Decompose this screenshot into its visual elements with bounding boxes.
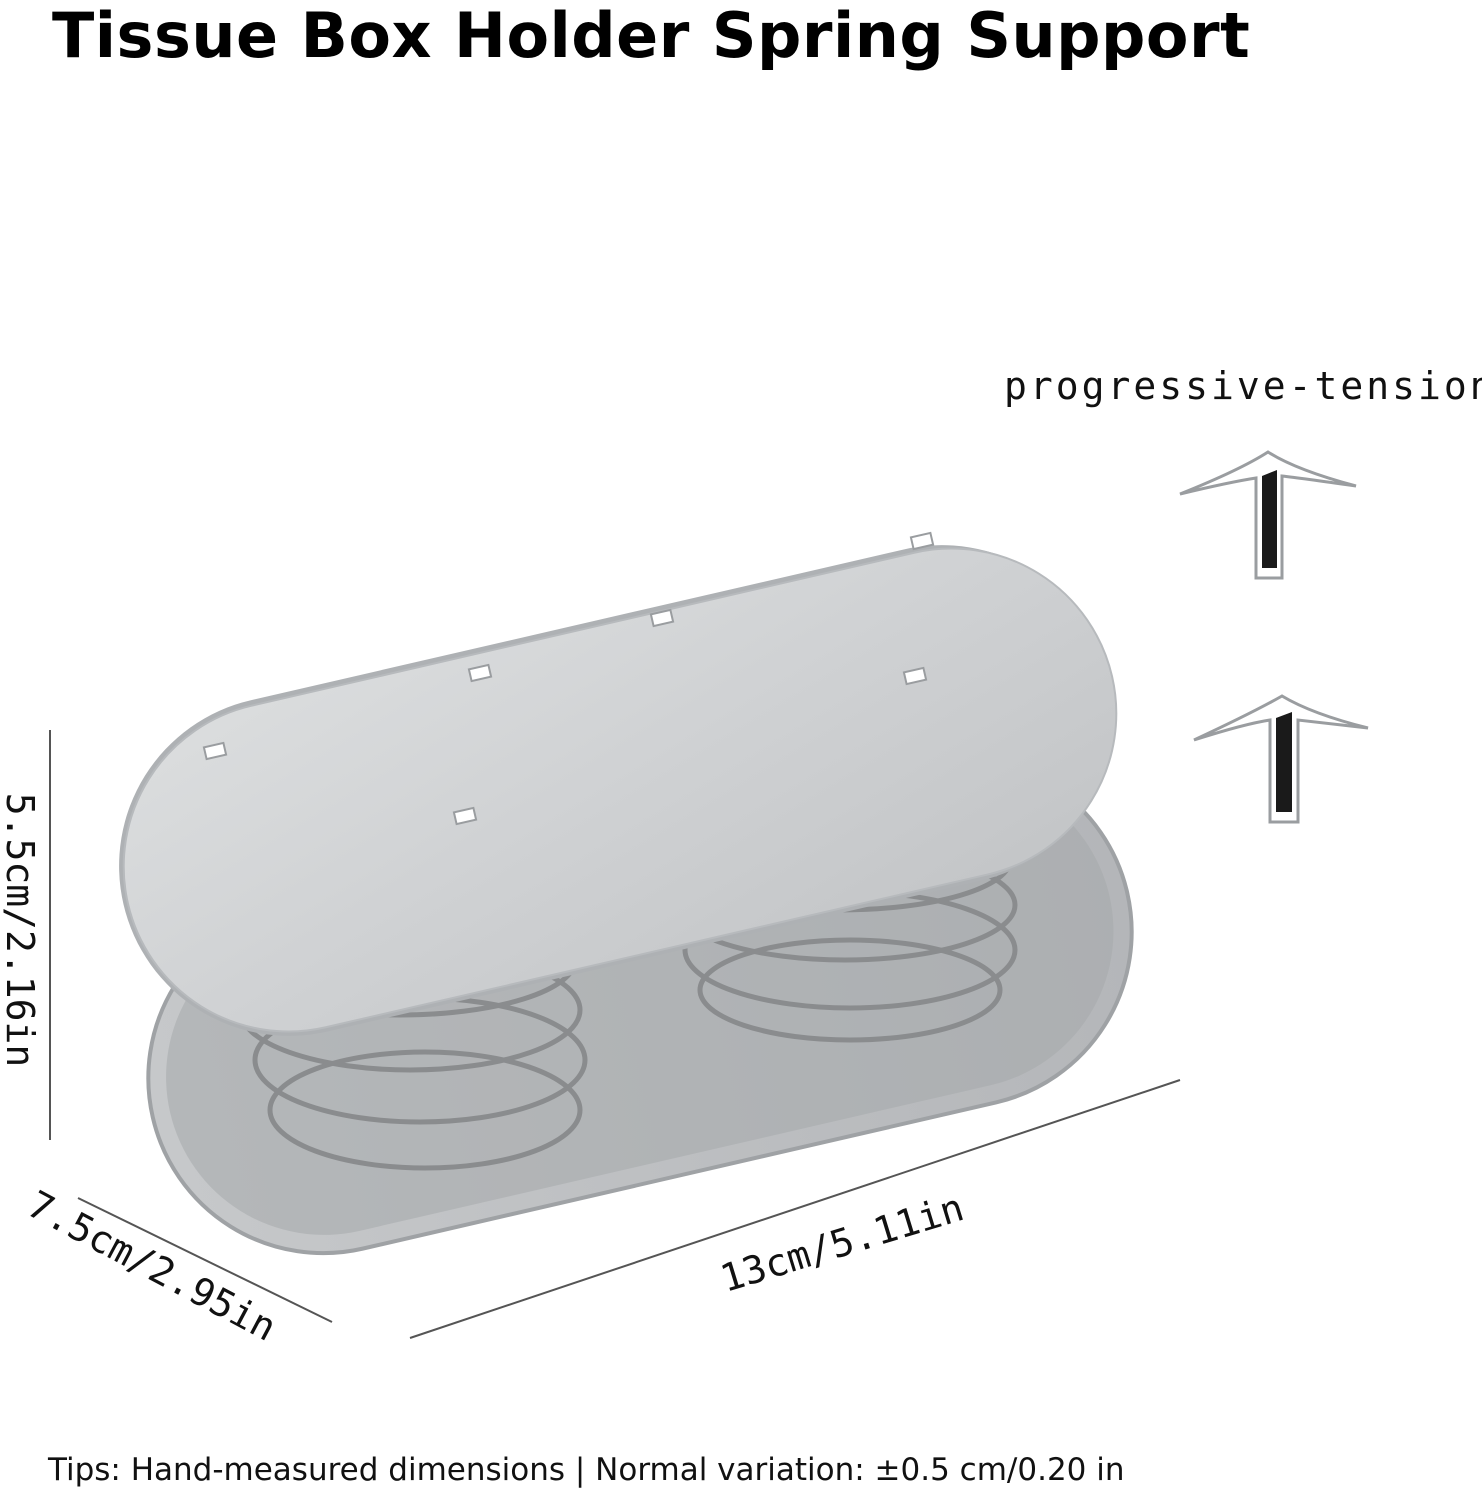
top-plate (119, 531, 1118, 1036)
tension-label: progressive-tension (1004, 364, 1482, 408)
height-dimension-label: 5.5cm/2.16in (0, 792, 42, 1068)
page-title: Tissue Box Holder Spring Support (52, 0, 1251, 72)
length-dimension-line (409, 1079, 1181, 1339)
up-arrow-icon (1179, 450, 1357, 580)
tips-note: Tips: Hand-measured dimensions | Normal … (48, 1452, 1125, 1488)
up-arrow-icon (1193, 694, 1369, 824)
width-dimension-line (77, 1197, 333, 1323)
